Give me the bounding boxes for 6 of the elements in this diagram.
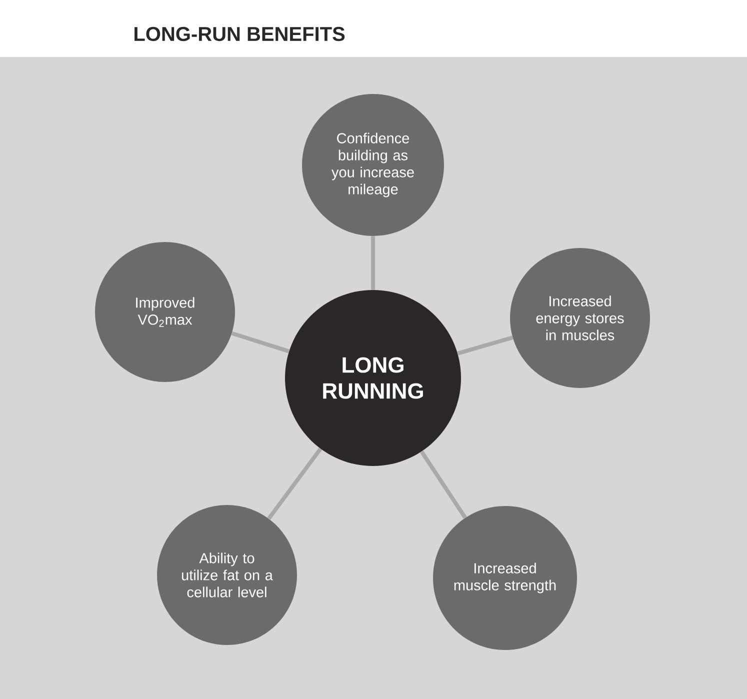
- connector-line: [457, 336, 514, 356]
- title: LONG-RUN BENEFITS: [134, 26, 345, 42]
- connector-line: [371, 236, 375, 290]
- connector-line: [267, 448, 322, 520]
- connector-line: [231, 331, 290, 354]
- connector-line: [420, 450, 467, 519]
